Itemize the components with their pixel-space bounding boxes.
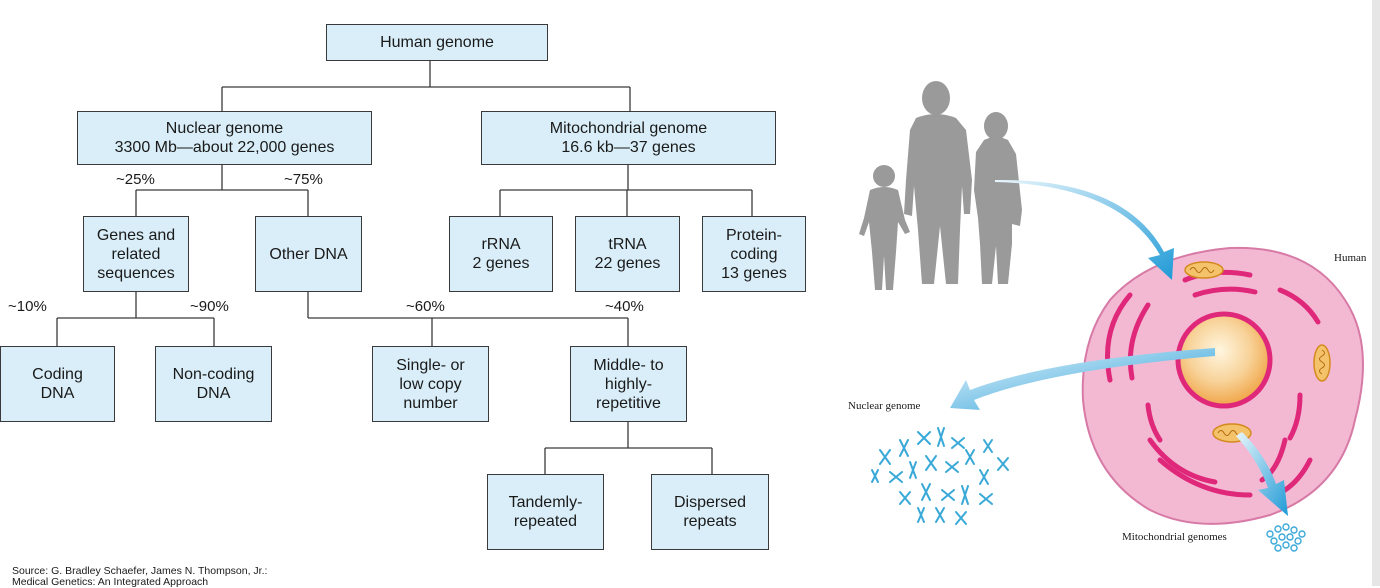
human-label: Human [1334, 252, 1367, 264]
mitochondrial-genomes-label: Mitochondrial genomes [1122, 531, 1227, 543]
trna-box: tRNA 22 genes [575, 216, 680, 292]
protein-coding-box: Protein- coding 13 genes [702, 216, 806, 292]
pct-60: ~60% [406, 298, 445, 315]
pct-90: ~90% [190, 298, 229, 315]
chromosome-cluster [871, 427, 1009, 525]
mitochondrial-genome-box: Mitochondrial genome 16.6 kb—37 genes [481, 111, 776, 165]
nuclear-genome-label: Nuclear genome [848, 400, 921, 412]
single-copy-box: Single- or low copy number [372, 346, 489, 422]
dispersed-repeats-box: Dispersed repeats [651, 474, 769, 550]
arrow-to-cell [995, 179, 1174, 280]
tandemly-repeated-box: Tandemly- repeated [487, 474, 604, 550]
mito-genome-circles [1266, 523, 1306, 552]
other-dna-box: Other DNA [255, 216, 362, 292]
pct-75: ~75% [284, 171, 323, 188]
tree-connectors [56, 60, 753, 474]
rrna-box: rRNA 2 genes [449, 216, 553, 292]
source-citation: Source: G. Bradley Schaefer, James N. Th… [12, 565, 268, 588]
pct-10: ~10% [8, 298, 47, 315]
noncoding-dna-box: Non-coding DNA [155, 346, 272, 422]
genes-related-box: Genes and related sequences [83, 216, 189, 292]
family-silhouette [859, 81, 1022, 290]
pct-40: ~40% [605, 298, 644, 315]
arrow-to-mito-genomes [1236, 432, 1288, 516]
nuclear-genome-box: Nuclear genome 3300 Mb—about 22,000 gene… [77, 111, 372, 165]
right-edge-bar [1372, 0, 1380, 586]
human-genome-box: Human genome [326, 24, 548, 61]
arrow-to-nucleus-genome [950, 348, 1215, 410]
middle-repetitive-box: Middle- to highly- repetitive [570, 346, 687, 422]
human-cell [1081, 246, 1364, 525]
coding-dna-box: Coding DNA [0, 346, 115, 422]
pct-25: ~25% [116, 171, 155, 188]
